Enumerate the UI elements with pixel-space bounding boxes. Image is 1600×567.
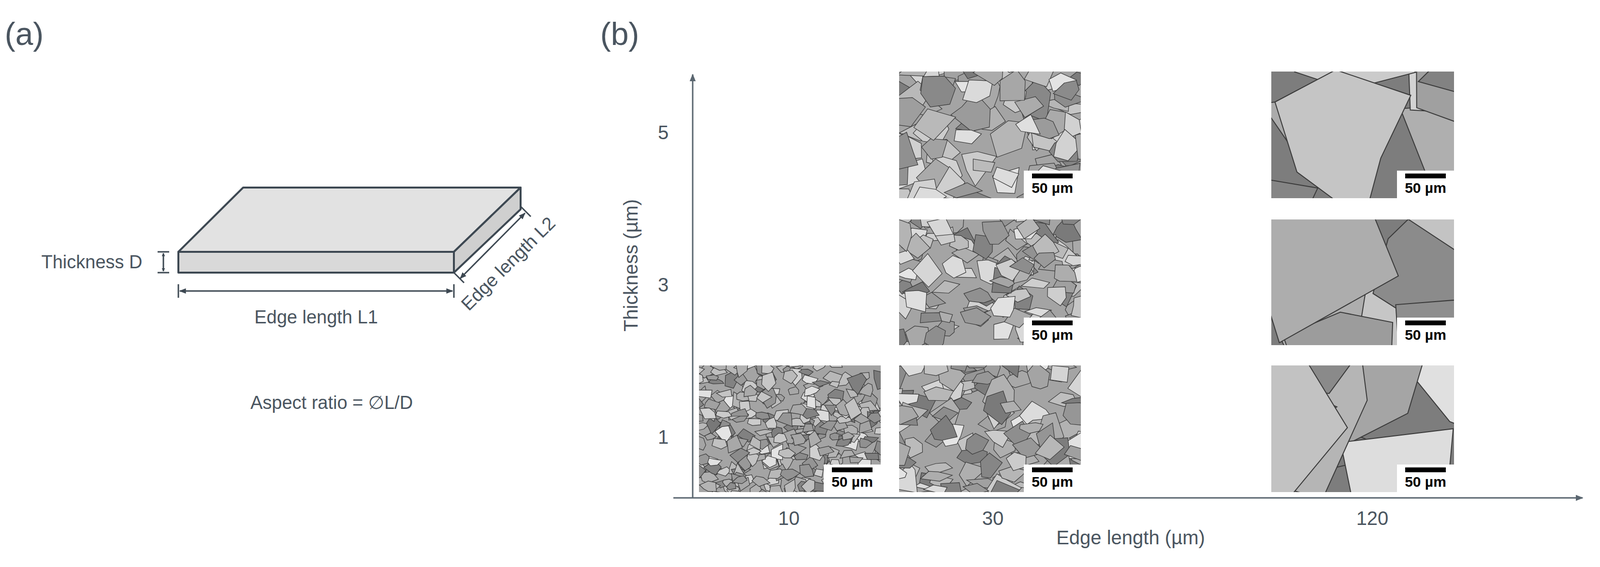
scale-bar-line — [1405, 467, 1446, 473]
scale-bar-line — [1032, 467, 1073, 473]
scale-label: 50 µm — [1031, 180, 1074, 196]
tick-label: 5 — [657, 121, 669, 144]
dimension-label: Thickness D — [41, 252, 143, 273]
dimension-label: Edge length L1 — [254, 307, 379, 328]
scale-bar-line — [1405, 173, 1446, 179]
scale-label: 50 µm — [1404, 180, 1447, 196]
tick-label: 3 — [657, 274, 669, 296]
sem-image: 50 µm — [1271, 219, 1455, 346]
scale-bar-line — [1405, 320, 1446, 326]
scale-bar: 50 µm — [823, 464, 881, 493]
l1-dimension — [178, 284, 454, 298]
platelet-box — [178, 187, 521, 273]
scale-bar: 50 µm — [1396, 170, 1455, 199]
thickness-dimension — [157, 251, 170, 273]
scale-label: 50 µm — [1404, 327, 1447, 343]
scale-label: 50 µm — [831, 474, 873, 490]
panel-letter: (a) — [4, 16, 44, 52]
axis-title: Edge length (µm) — [1056, 526, 1206, 549]
scale-bar: 50 µm — [1396, 317, 1455, 346]
sem-image: 50 µm — [698, 365, 881, 493]
scale-bar-line — [1032, 320, 1073, 326]
formula-label: Aspect ratio = ∅L/D — [250, 392, 413, 414]
sem-image: 50 µm — [899, 219, 1081, 346]
sem-image: 50 µm — [899, 71, 1081, 199]
scale-bar: 50 µm — [1023, 170, 1081, 199]
tick-label: 10 — [778, 507, 800, 529]
sem-image: 50 µm — [1271, 365, 1455, 493]
axis-title: Thickness (µm) — [620, 199, 642, 332]
scale-bar: 50 µm — [1023, 317, 1081, 346]
scale-bar-line — [831, 467, 873, 473]
scale-label: 50 µm — [1031, 474, 1074, 490]
scale-bar: 50 µm — [1023, 464, 1081, 493]
scale-bar-line — [1032, 173, 1073, 179]
tick-label: 120 — [1356, 507, 1389, 529]
panel-letter: (b) — [600, 16, 640, 52]
scale-label: 50 µm — [1031, 327, 1074, 343]
scale-label: 50 µm — [1404, 474, 1447, 490]
tick-label: 30 — [982, 507, 1004, 529]
sem-image: 50 µm — [1271, 71, 1455, 199]
scale-bar: 50 µm — [1396, 464, 1455, 493]
sem-image: 50 µm — [899, 365, 1081, 493]
tick-label: 1 — [657, 426, 669, 448]
